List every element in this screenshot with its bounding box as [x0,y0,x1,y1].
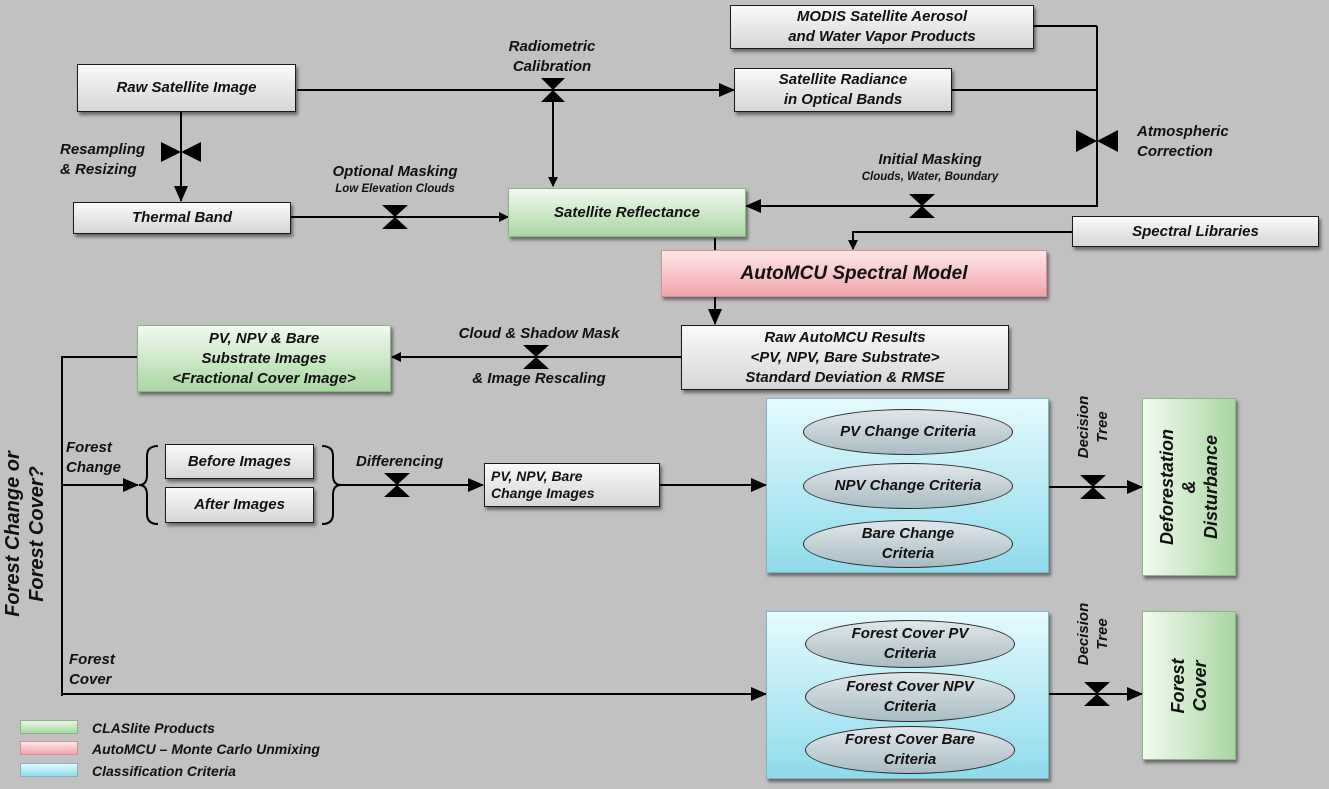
modis-products-box: MODIS Satellite Aerosol and Water Vapor … [730,5,1034,49]
optional-masking-sublabel: Low Elevation Clouds [335,183,455,195]
legend-swatch-criteria [20,763,78,777]
valve-decision-tree-1-icon [1080,475,1106,499]
valve-resampling-icon [161,142,201,162]
resampling-label: Resampling & Resizing [60,141,146,178]
raw-automcu-results-box: Raw AutoMCU Results <PV, NPV, Bare Subst… [681,325,1009,390]
brace-right-icon [321,445,342,525]
initial-masking-label: Initial Masking [878,151,982,168]
satellite-radiance-box: Satellite Radiance in Optical Bands [734,68,952,112]
forest-change-branch-label: Forest Change [66,439,122,476]
forest-cover-output-label: Forest Cover [1168,657,1210,714]
cloud-shadow-mask-label: Cloud & Shadow Mask [458,325,620,342]
optional-masking-label: Optional Masking [332,163,458,180]
deforestation-output-box: Deforestation & Disturbance [1142,398,1236,576]
valve-cloud-shadow-icon [523,345,549,369]
bare-change-criteria-oval: Bare Change Criteria [803,520,1013,568]
change-images-box: PV, NPV, Bare Change Images [484,463,660,507]
deforestation-output-label: Deforestation & Disturbance [1157,428,1221,546]
satellite-reflectance-box: Satellite Reflectance [508,188,746,237]
npv-change-criteria-oval: NPV Change Criteria [803,463,1013,509]
forest-cover-bare-criteria-oval: Forest Cover Bare Criteria [805,726,1015,774]
image-rescaling-label: & Image Rescaling [472,370,606,387]
valve-initial-masking-icon [909,194,935,218]
valve-atmospheric-icon [1076,130,1118,152]
after-images-box: After Images [165,487,314,523]
forest-change-or-cover-question: Forest Change or Forest Cover? [2,451,48,617]
pv-change-criteria-oval: PV Change Criteria [803,409,1013,455]
line-question-stem [61,356,137,696]
forest-cover-npv-criteria-oval: Forest Cover NPV Criteria [805,672,1015,722]
valve-optional-masking-icon [382,205,408,229]
spectral-libraries-box: Spectral Libraries [1072,216,1319,247]
legend-text-automcu: AutoMCU – Monte Carlo Unmixing [92,741,320,757]
valve-differencing-icon [384,473,410,497]
radiometric-calibration-label: Radiometric Calibration [508,38,596,75]
forest-cover-pv-criteria-oval: Forest Cover PV Criteria [805,620,1015,668]
legend-text-criteria: Classification Criteria [92,763,236,779]
fractional-cover-box: PV, NPV & Bare Substrate Images <Fractio… [137,325,391,392]
thermal-band-box: Thermal Band [73,202,291,234]
raw-satellite-image-box: Raw Satellite Image [77,64,296,112]
decision-tree-label-1: Decision Tree [1075,395,1111,459]
before-images-box: Before Images [165,444,314,479]
initial-masking-sublabel: Clouds, Water, Boundary [861,171,999,183]
arrow-atmospheric-to-reflectance [745,26,1098,213]
brace-left-icon [138,445,159,525]
valve-decision-tree-2-icon [1084,682,1110,706]
legend-swatch-claslite [20,720,78,734]
automcu-model-box: AutoMCU Spectral Model [661,250,1047,297]
arrow-libraries-to-automcu [848,231,1072,250]
differencing-label: Differencing [356,453,444,470]
legend-text-claslite: CLASlite Products [92,720,215,736]
forest-cover-output-box: Forest Cover [1142,611,1236,760]
valve-radiometric-icon [541,78,565,102]
forest-cover-branch-label: Forest Cover [69,651,115,688]
decision-tree-label-2: Decision Tree [1075,602,1111,666]
atmospheric-correction-label: Atmospheric Correction [1137,123,1229,160]
legend-swatch-automcu [20,741,78,755]
